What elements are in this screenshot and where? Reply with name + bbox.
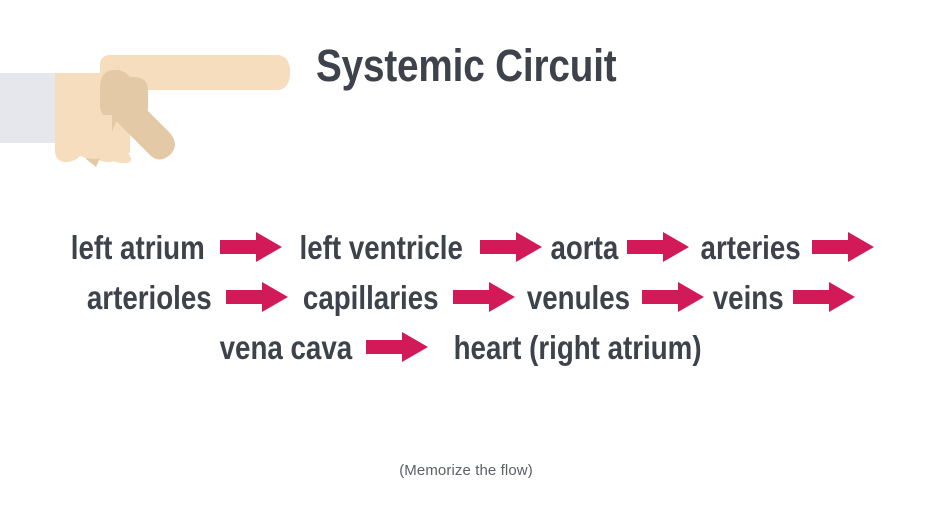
flow-arrow-icon: [219, 232, 282, 262]
flow-arrow-icon: [811, 232, 874, 262]
flow-arrow-icon: [626, 232, 689, 262]
flow-arrow-icon: [792, 282, 855, 312]
flow-row: vena cava heart (right atrium): [0, 322, 932, 372]
flow-node: venules: [527, 278, 631, 316]
systemic-circuit-flow: left atrium left ventricle aorta arterie…: [0, 222, 932, 372]
flow-arrow-icon: [642, 282, 705, 312]
flow-node: aorta: [550, 228, 619, 266]
flow-node: capillaries: [302, 278, 439, 316]
flow-node: left atrium: [70, 228, 205, 266]
flow-row: arterioles capillaries venules veins: [0, 272, 932, 322]
flow-node: vena cava: [219, 328, 352, 366]
flow-node: arteries: [700, 228, 801, 266]
flow-arrow-icon: [479, 232, 542, 262]
flow-arrow-icon: [225, 282, 288, 312]
flow-arrow-icon: [366, 332, 429, 362]
flow-node: heart (right atrium): [453, 328, 702, 366]
sleeve-shape: [0, 73, 58, 143]
palm-lobe-left-shape: [55, 115, 112, 159]
pointing-hand-icon: [0, 55, 300, 170]
index-finger-top-shape: [100, 55, 290, 90]
flow-node: arterioles: [87, 278, 213, 316]
palm-lobe-right-shape: [96, 127, 132, 163]
flow-node: veins: [713, 278, 784, 316]
page-title: Systemic Circuit: [316, 40, 617, 91]
flow-arrow-icon: [453, 282, 516, 312]
flow-row: left atrium left ventricle aorta arterie…: [0, 222, 932, 272]
finger-fold-shape: [104, 89, 175, 160]
flow-node: left ventricle: [299, 228, 463, 266]
footer-note: (Memorize the flow): [399, 462, 533, 479]
